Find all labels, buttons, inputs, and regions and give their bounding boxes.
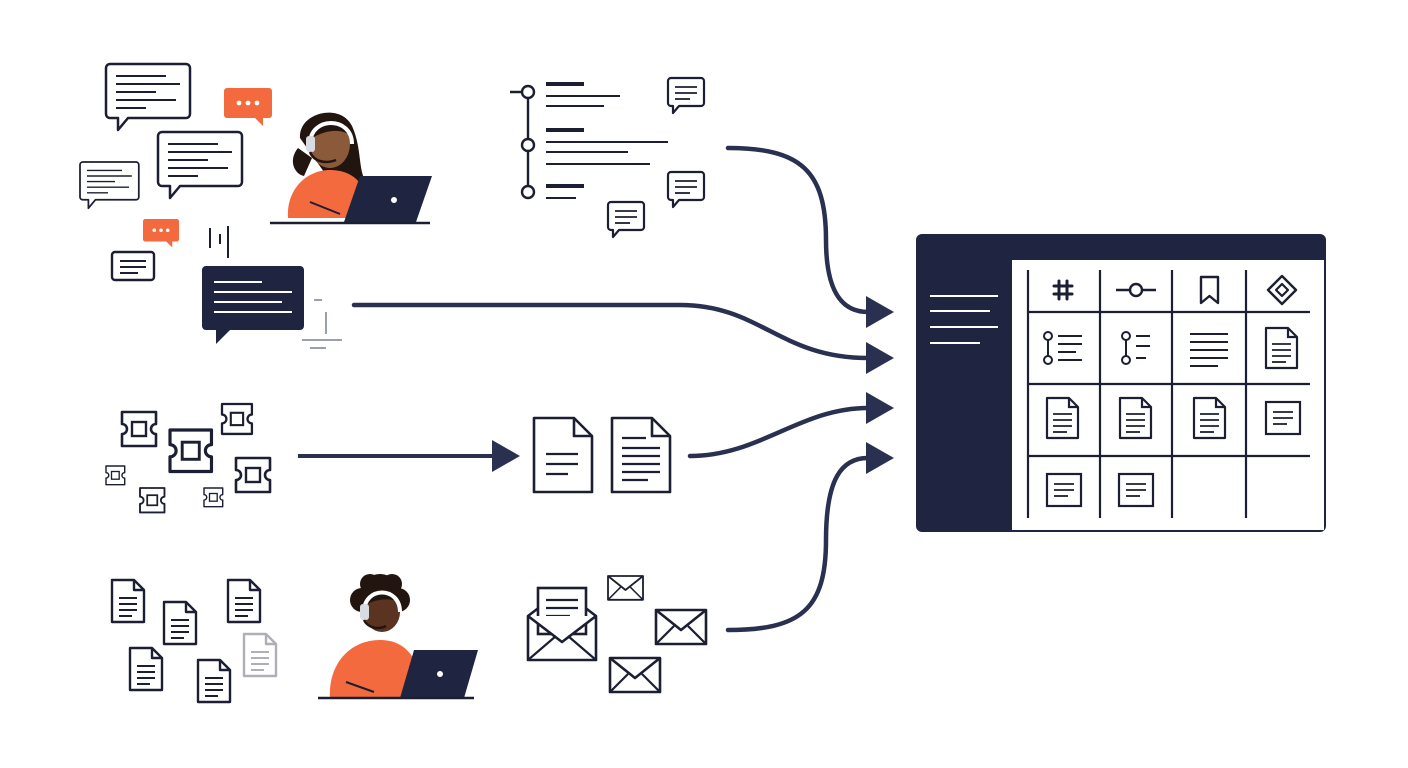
- arrow-head-icon: [866, 342, 894, 374]
- chat-conversations-cluster: [79, 62, 272, 282]
- support-tickets: [105, 402, 272, 514]
- comment-icon: [666, 170, 706, 209]
- arrow-head-icon: [866, 296, 894, 328]
- ticket-icon: [139, 487, 166, 514]
- note-icon: [1045, 472, 1083, 508]
- document-icon: [242, 632, 278, 678]
- note-icon: [1264, 400, 1302, 436]
- document-icon: [610, 416, 672, 494]
- diamond-icon: [1266, 274, 1298, 306]
- comment-icon: [606, 200, 646, 239]
- envelope-icon: [654, 608, 708, 646]
- chat-bubble-icon: [104, 62, 192, 132]
- typing-indicator-icon: [143, 219, 179, 248]
- ticket-icon: [203, 487, 224, 508]
- envelope-icon: [608, 656, 662, 694]
- document-icon: [1264, 326, 1299, 370]
- flow-arrow-documents: [687, 405, 871, 459]
- commit-icon: [1116, 282, 1156, 298]
- note-icon: [1117, 472, 1155, 508]
- ticket-icon: [168, 428, 214, 474]
- converted-documents: [532, 416, 672, 494]
- text-lines-icon: [1190, 333, 1228, 367]
- document-icon: [128, 646, 164, 692]
- ticket-icon: [105, 465, 126, 486]
- document-icon: [1045, 396, 1080, 440]
- chat-bubble-icon: [156, 130, 244, 200]
- flow-arrow-timeline: [725, 145, 871, 315]
- activity-timeline: [510, 76, 706, 239]
- open-envelope-icon: [526, 586, 598, 662]
- timeline-list-icon: [1121, 331, 1150, 365]
- typing-indicator-icon: [224, 88, 272, 126]
- slack-icon: [1052, 279, 1074, 301]
- arrow-heads: [866, 296, 894, 474]
- app-sidebar-menu: [930, 295, 998, 344]
- comment-icon: [666, 76, 706, 115]
- timeline-node-icon: [520, 184, 536, 200]
- document-icon: [532, 416, 594, 494]
- ticket-icon: [120, 410, 158, 448]
- emails: [526, 575, 708, 694]
- message-icon: [110, 250, 156, 282]
- document-icon: [162, 600, 198, 646]
- ticket-to-document-arrow: [298, 440, 520, 472]
- envelope-icon: [607, 575, 644, 601]
- bookmark-icon: [1199, 275, 1220, 305]
- support-agent-2: [318, 574, 478, 700]
- arrow-head-icon: [866, 442, 894, 474]
- flow-arrow-slack: [351, 302, 871, 361]
- support-agent-1: [270, 112, 432, 225]
- timeline-node-icon: [520, 137, 536, 153]
- document-icon: [196, 658, 232, 704]
- chat-bubble-icon: [79, 161, 140, 210]
- ticket-icon: [220, 402, 254, 436]
- knowledge-base-app: [916, 234, 1326, 532]
- flow-arrows: [351, 145, 871, 633]
- loose-documents: [110, 578, 278, 704]
- document-icon: [226, 578, 262, 624]
- document-icon: [110, 578, 146, 624]
- flow-arrow-emails: [725, 455, 871, 633]
- slack-message: [202, 226, 342, 349]
- timeline-list-icon: [1043, 331, 1082, 365]
- app-grid: [1026, 270, 1310, 518]
- document-icon: [1118, 396, 1153, 440]
- arrow-head-icon: [866, 392, 894, 424]
- ticket-icon: [234, 456, 272, 494]
- document-icon: [1192, 396, 1227, 440]
- timeline-node-icon: [520, 84, 536, 100]
